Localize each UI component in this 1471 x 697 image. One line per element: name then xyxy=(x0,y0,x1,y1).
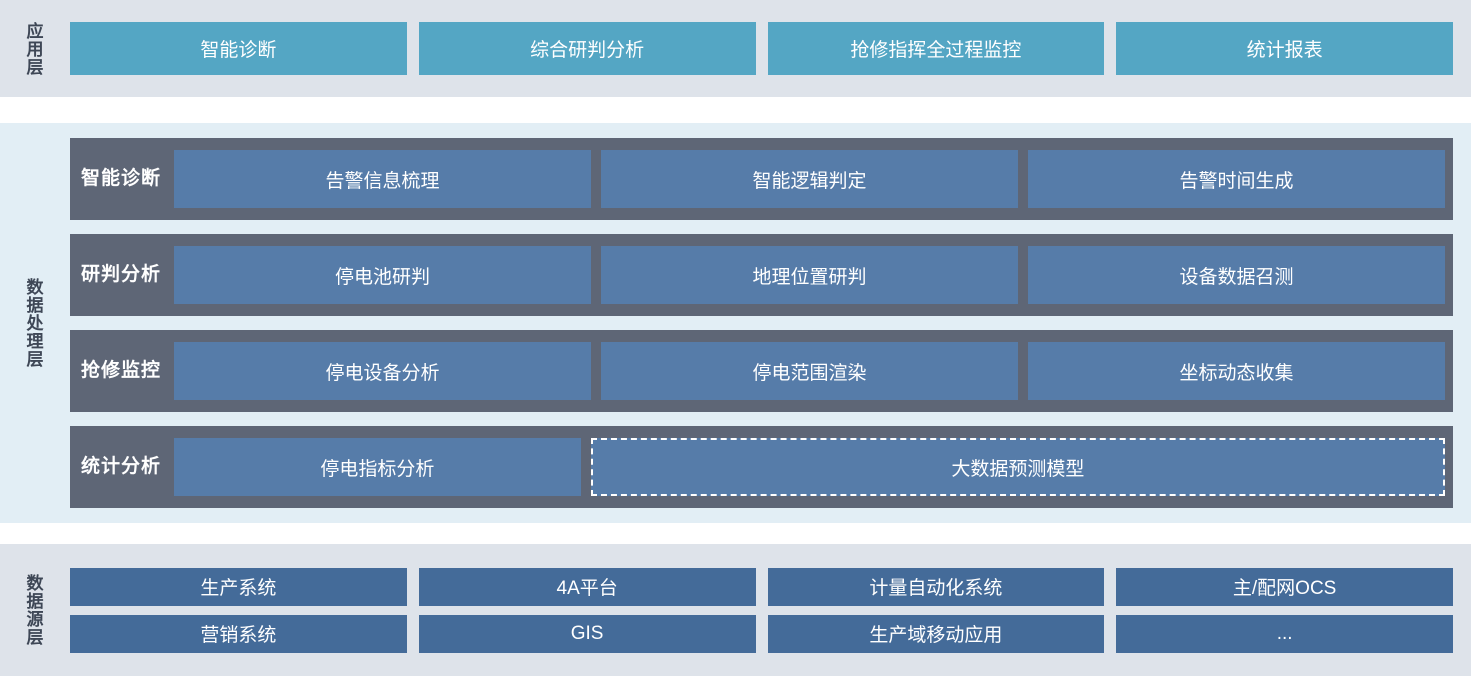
data-source-row-1: 生产系统 4A平台 计量自动化系统 主/配网OCS xyxy=(70,567,1453,606)
proc-box-geographic-location-judgment[interactable]: 地理位置研判 xyxy=(601,246,1018,304)
proc-box-alarm-info-sorting[interactable]: 告警信息梳理 xyxy=(174,150,591,208)
proc-box-device-data-polling[interactable]: 设备数据召测 xyxy=(1028,246,1445,304)
proc-row-judgment-analysis: 研判分析 停电池研判 地理位置研判 设备数据召测 xyxy=(70,234,1453,316)
data-processing-rows: 智能诊断 告警信息梳理 智能逻辑判定 告警时间生成 研判分析 停电池研判 地理位… xyxy=(66,123,1471,523)
data-source-rows: 生产系统 4A平台 计量自动化系统 主/配网OCS 营销系统 GIS 生产域移动… xyxy=(66,544,1471,676)
proc-row-label-repair-monitoring: 抢修监控 xyxy=(80,359,161,381)
src-box-gis[interactable]: GIS xyxy=(418,614,756,653)
proc-box-outage-device-analysis[interactable]: 停电设备分析 xyxy=(174,342,591,400)
proc-row-label-statistical-analysis: 统计分析 xyxy=(80,455,161,477)
data-processing-layer: 数据处理层 智能诊断 告警信息梳理 智能逻辑判定 告警时间生成 研判分析 停电池… xyxy=(0,123,1471,523)
proc-row-label-judgment-analysis: 研判分析 xyxy=(80,263,161,285)
proc-row-statistical-analysis: 统计分析 停电指标分析 大数据预测模型 xyxy=(70,426,1453,508)
data-source-row-2: 营销系统 GIS 生产域移动应用 ... xyxy=(70,614,1453,653)
src-box-production-mobile-app[interactable]: 生产域移动应用 xyxy=(767,614,1105,653)
section-divider-top xyxy=(0,97,1471,123)
src-box-4a-platform[interactable]: 4A平台 xyxy=(418,567,756,606)
proc-row-repair-monitoring: 抢修监控 停电设备分析 停电范围渲染 坐标动态收集 xyxy=(70,330,1453,412)
proc-box-alarm-time-generation[interactable]: 告警时间生成 xyxy=(1028,150,1445,208)
proc-box-intelligent-logic-judgment[interactable]: 智能逻辑判定 xyxy=(601,150,1018,208)
data-processing-layer-label: 数据处理层 xyxy=(23,278,43,368)
src-box-marketing-system[interactable]: 营销系统 xyxy=(70,614,407,653)
src-box-metering-automation-system[interactable]: 计量自动化系统 xyxy=(767,567,1105,606)
proc-cells: 停电池研判 地理位置研判 设备数据召测 xyxy=(174,246,1445,304)
data-source-layer: 数据源层 生产系统 4A平台 计量自动化系统 主/配网OCS 营销系统 GIS … xyxy=(0,544,1471,676)
app-box-repair-monitoring[interactable]: 抢修指挥全过程监控 xyxy=(767,22,1105,75)
proc-row-label-intelligent-diagnosis: 智能诊断 xyxy=(80,167,161,189)
src-box-main-distribution-ocs[interactable]: 主/配网OCS xyxy=(1116,567,1453,606)
proc-box-outage-cell-judgment[interactable]: 停电池研判 xyxy=(174,246,591,304)
proc-box-outage-index-analysis[interactable]: 停电指标分析 xyxy=(174,438,581,496)
app-box-comprehensive-analysis[interactable]: 综合研判分析 xyxy=(418,22,756,75)
data-source-layer-label: 数据源层 xyxy=(23,574,43,646)
proc-box-outage-range-rendering[interactable]: 停电范围渲染 xyxy=(601,342,1018,400)
proc-row-intelligent-diagnosis: 智能诊断 告警信息梳理 智能逻辑判定 告警时间生成 xyxy=(70,138,1453,220)
proc-cells: 告警信息梳理 智能逻辑判定 告警时间生成 xyxy=(174,150,1445,208)
app-box-intelligent-diagnosis[interactable]: 智能诊断 xyxy=(70,22,407,75)
application-layer-label: 应用层 xyxy=(23,21,43,76)
application-layer-boxes: 智能诊断 综合研判分析 抢修指挥全过程监控 统计报表 xyxy=(66,0,1471,97)
proc-cells: 停电指标分析 大数据预测模型 xyxy=(174,438,1445,496)
application-layer: 应用层 智能诊断 综合研判分析 抢修指挥全过程监控 统计报表 xyxy=(0,0,1471,97)
proc-box-coordinate-dynamic-collection[interactable]: 坐标动态收集 xyxy=(1028,342,1445,400)
app-box-statistical-report[interactable]: 统计报表 xyxy=(1116,22,1453,75)
section-divider-bottom xyxy=(0,523,1471,544)
proc-box-big-data-prediction-model[interactable]: 大数据预测模型 xyxy=(590,438,1445,496)
proc-cells: 停电设备分析 停电范围渲染 坐标动态收集 xyxy=(174,342,1445,400)
src-box-more[interactable]: ... xyxy=(1116,614,1453,653)
src-box-production-system[interactable]: 生产系统 xyxy=(70,567,407,606)
